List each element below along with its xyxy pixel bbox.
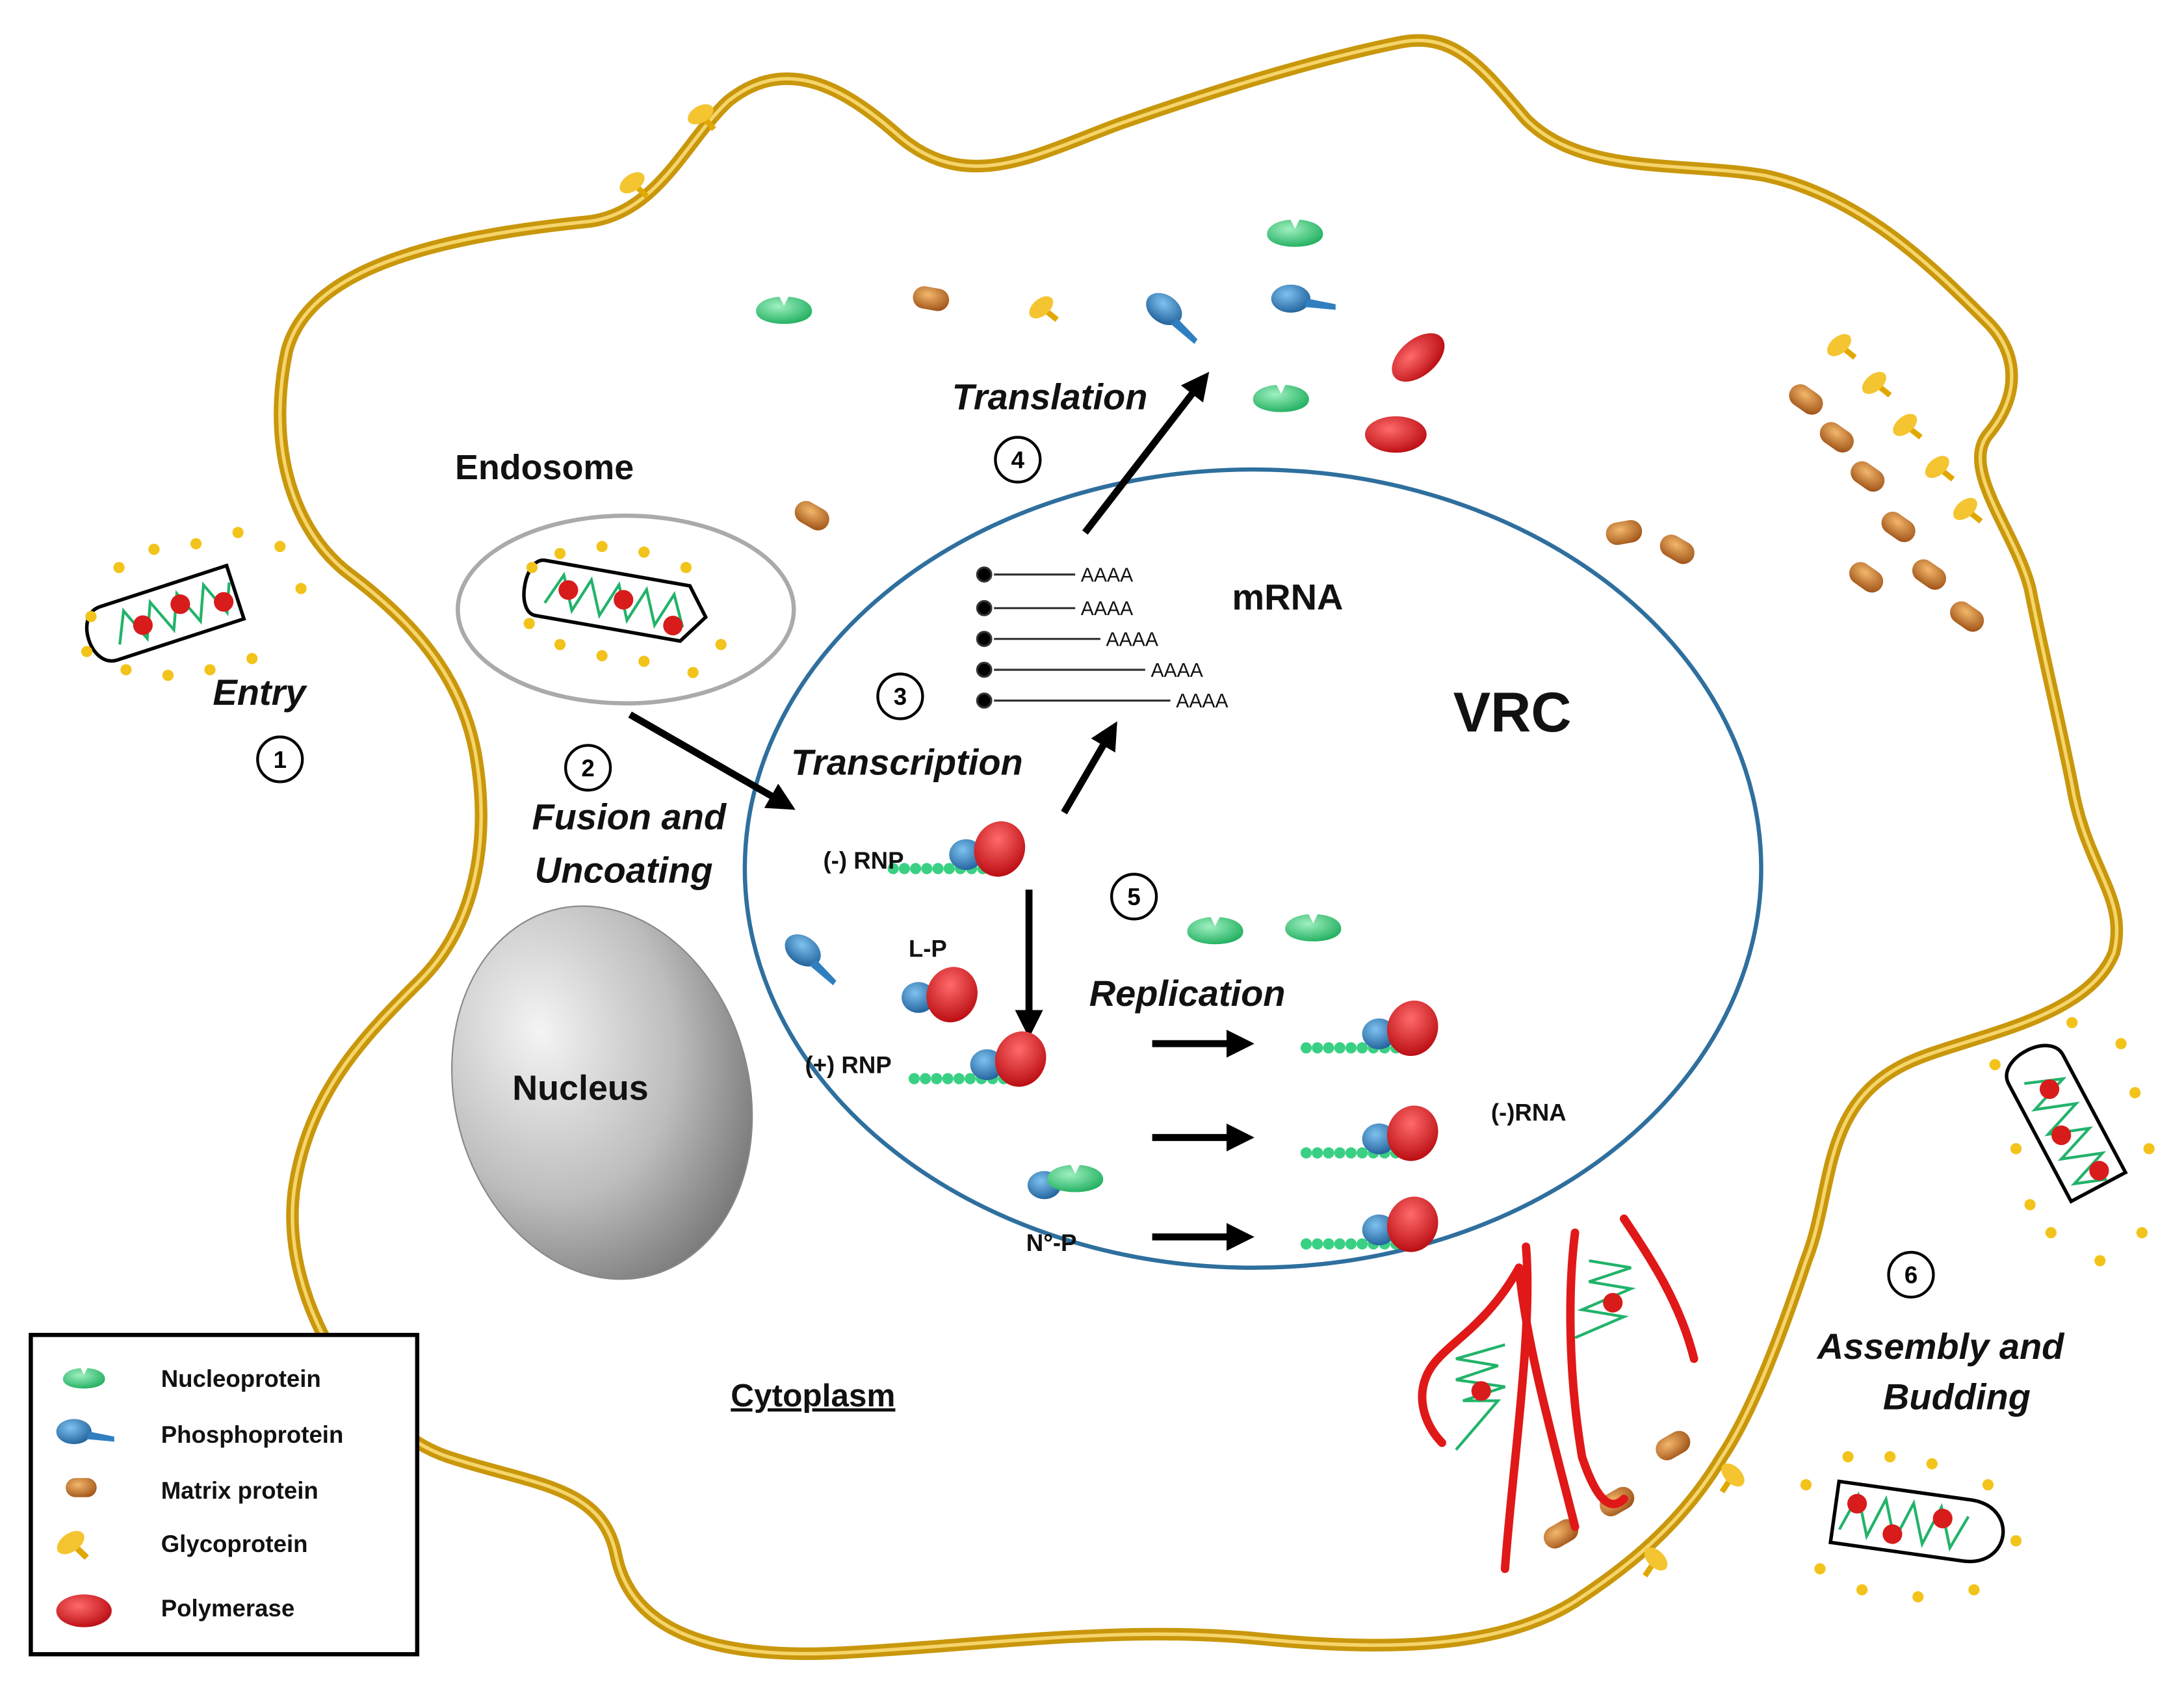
cell-membrane <box>274 34 2124 1661</box>
entry-label: Entry <box>213 672 307 713</box>
step-2-marker: 2 <box>564 744 612 792</box>
svg-text:5: 5 <box>1127 884 1140 910</box>
step-6-marker: 6 <box>1887 1250 1935 1299</box>
svg-text:2: 2 <box>581 755 594 782</box>
poly-a-tail: AAAA <box>1106 629 1159 650</box>
svg-text:Glycoprotein: Glycoprotein <box>161 1531 308 1557</box>
budding-red-envelope <box>1418 1214 1698 1573</box>
fusion-label-line2: Uncoating <box>535 849 713 890</box>
minus-rna-label: (-)RNA <box>1491 1099 1566 1126</box>
step-4-marker: 4 <box>994 436 1042 484</box>
legend-item-phosphoprotein: Phosphoprotein <box>56 1419 344 1448</box>
step-1-marker: 1 <box>256 735 304 783</box>
step-markers: 1 2 3 4 5 6 <box>256 436 1935 1299</box>
mrna-label: mRNA <box>1232 576 1343 617</box>
membrane-glycoproteins <box>616 100 1988 1583</box>
nucleus-label: Nucleus <box>512 1068 648 1107</box>
poly-a-tail: AAAA <box>1081 564 1134 586</box>
membrane-matrix-proteins <box>790 284 1988 1553</box>
vrc-boundary <box>742 467 1763 1270</box>
nucleus <box>451 905 753 1280</box>
budding-virion-bottom <box>1800 1451 2022 1603</box>
legend-item-nucleoprotein: Nucleoprotein <box>62 1365 321 1392</box>
legend-item-matrix-protein: Matrix protein <box>66 1477 318 1504</box>
virion-in-endosome <box>522 540 727 678</box>
budding-nucleocapsids <box>1455 1259 1636 1451</box>
svg-text:1: 1 <box>274 746 287 773</box>
n0p-label: N°-P <box>1026 1230 1077 1256</box>
minus-rnp-label: (-) RNP <box>823 847 904 874</box>
poly-a-tail: AAAA <box>1150 660 1203 681</box>
step-5-marker: 5 <box>1110 873 1158 921</box>
pathway-arrows <box>628 371 1254 1251</box>
mrna-strands <box>976 566 1171 709</box>
ribonucleoproteins <box>779 814 1446 1259</box>
budding-virion-right <box>1989 1017 2155 1267</box>
svg-text:3: 3 <box>894 683 907 710</box>
assembly-label-line1: Assembly and <box>1816 1326 2065 1367</box>
poly-a-tail: AAAA <box>1081 598 1134 620</box>
translation-label: Translation <box>952 376 1148 417</box>
replication-label: Replication <box>1089 973 1286 1014</box>
assembly-label-line2: Budding <box>1883 1376 2031 1417</box>
legend-item-glycoprotein: Glycoprotein <box>53 1526 307 1569</box>
translated-proteins <box>756 217 1454 453</box>
svg-text:Phosphoprotein: Phosphoprotein <box>161 1421 344 1448</box>
plus-rnp-label: (+) RNP <box>805 1051 891 1078</box>
svg-text:4: 4 <box>1011 447 1025 473</box>
lp-label: L-P <box>909 936 947 962</box>
endosome <box>456 513 796 705</box>
svg-text:6: 6 <box>1904 1261 1918 1288</box>
svg-text:Polymerase: Polymerase <box>161 1595 295 1622</box>
step-3-marker: 3 <box>876 672 924 720</box>
legend-item-polymerase: Polymerase <box>56 1594 295 1627</box>
svg-text:Nucleoprotein: Nucleoprotein <box>161 1365 321 1392</box>
polymerase-icon <box>56 1594 112 1627</box>
poly-a-tail: AAAA <box>1176 691 1228 712</box>
endosome-label: Endosome <box>455 448 634 487</box>
matrix-protein-icon <box>66 1478 97 1497</box>
cytoplasm-label: Cytoplasm <box>731 1378 895 1414</box>
entering-virion <box>81 527 307 681</box>
fusion-label-line1: Fusion and <box>532 796 727 837</box>
legend: Nucleoprotein Phosphoprotein Matrix prot… <box>29 1332 420 1657</box>
transcription-label: Transcription <box>791 742 1023 783</box>
svg-text:Matrix protein: Matrix protein <box>161 1477 318 1504</box>
vrc-label: VRC <box>1453 681 1572 744</box>
